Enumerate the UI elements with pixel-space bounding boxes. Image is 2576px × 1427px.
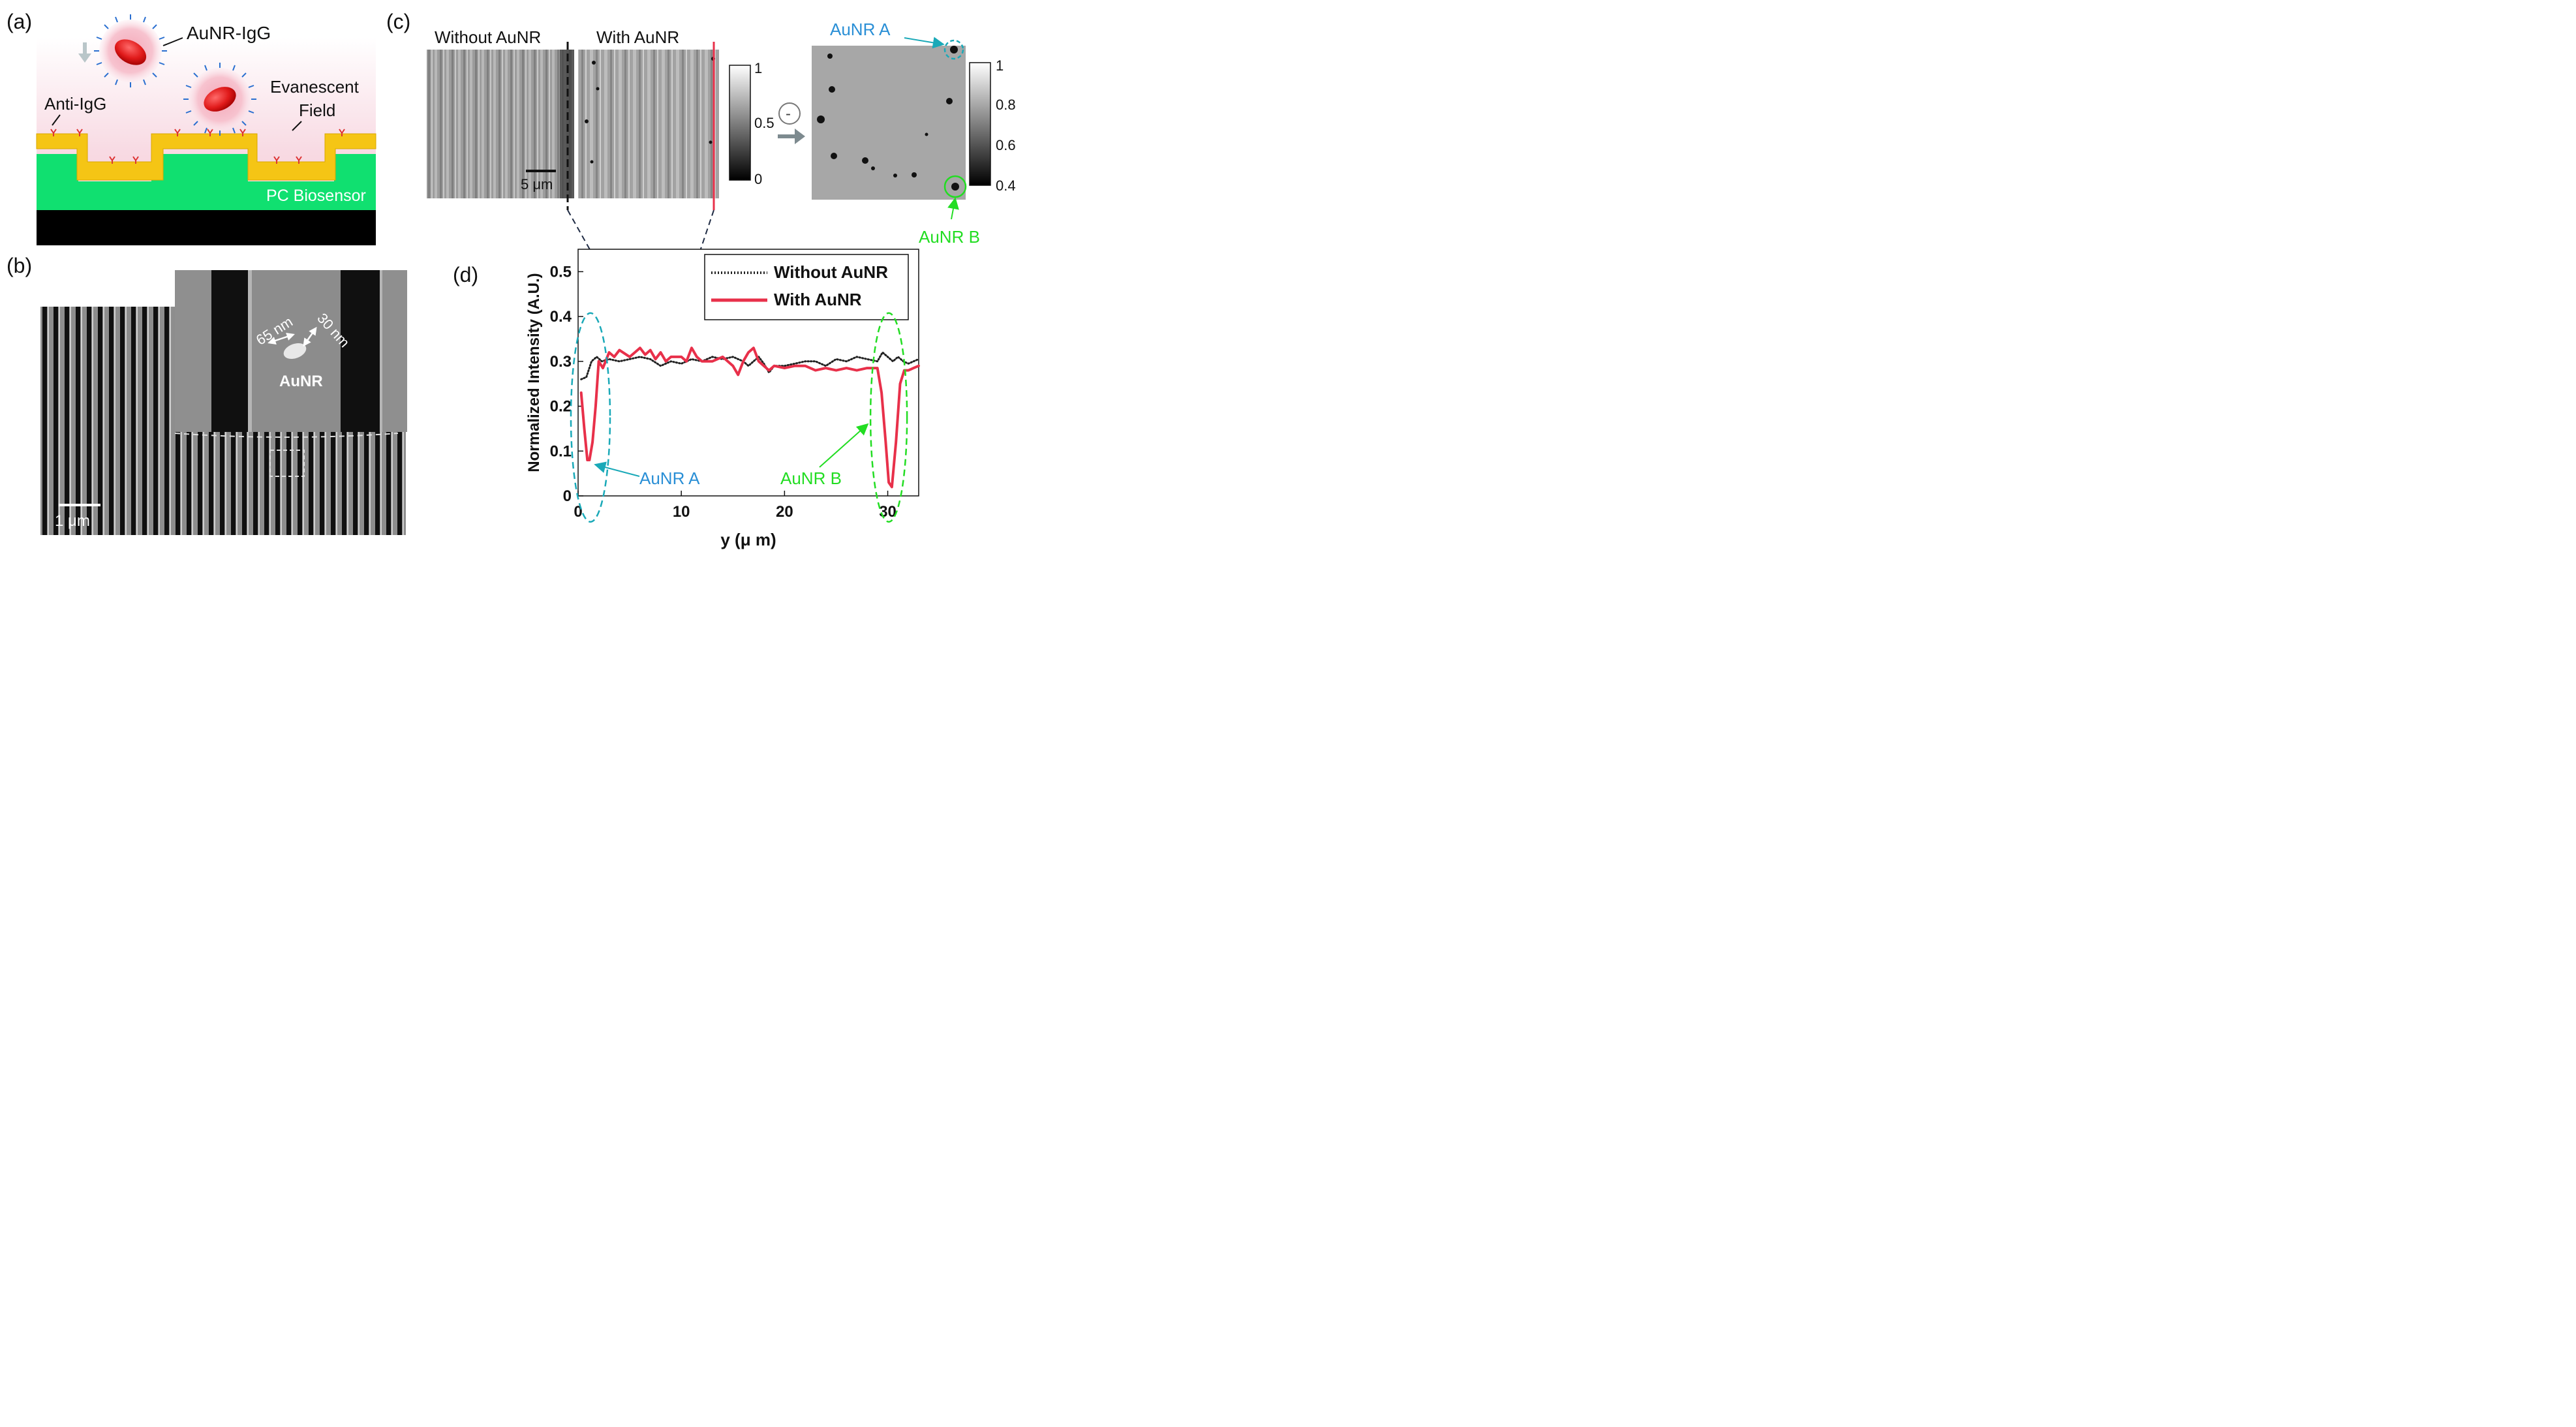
- figure: (a) AuNR-IgG Anti-: [7, 10, 1016, 549]
- y-tick-label: 0.5: [550, 263, 572, 281]
- image-difference: [812, 46, 966, 200]
- arrow-c-aunr-b: [947, 197, 959, 220]
- label-aunr-igg: AuNR-IgG: [187, 23, 271, 43]
- label-field: Field: [299, 100, 335, 120]
- panel-d-label: (d): [453, 263, 478, 286]
- image-difference-dots: [817, 46, 959, 191]
- minus-sign: -: [786, 105, 791, 123]
- colorbar-2-tick-06: 0.6: [996, 137, 1016, 153]
- scalebar-1um: [59, 504, 100, 506]
- label-aunr-sem: AuNR: [279, 373, 323, 390]
- y-tick-label: 0.4: [550, 308, 572, 326]
- x-tick-label: 0: [574, 503, 582, 521]
- gold-layer: [36, 133, 376, 181]
- image-without-aunr: [427, 50, 574, 198]
- circle-aunr-b: [943, 175, 967, 198]
- dim-arrow-long: [268, 333, 295, 345]
- series-line-1: [579, 346, 920, 489]
- y-tick-label: 0.2: [550, 398, 572, 416]
- chart-intensity: 0 0.1 0.2 0.3 0.4 0.5 0 10 20 30 y (μ m) Normalized…: [525, 249, 920, 549]
- legend-box: [704, 254, 909, 320]
- arrow-d-aunr-b: [819, 423, 869, 468]
- y-axis-label: Normalized Intensity (A.U.): [525, 273, 543, 472]
- leader-aunr-igg: [162, 37, 183, 46]
- ellipse-aunr-b: [869, 312, 908, 523]
- panel-d: (d) 0 0.1 0.2 0.3 0.4 0.5 0 10 20 30 y (μ m) Normal…: [453, 249, 920, 549]
- label-1um: 1 μm: [55, 512, 90, 530]
- arrow-d-aunr-a: [594, 461, 640, 477]
- legend-label-0: Without AuNR: [774, 262, 888, 282]
- scalebar-5um: [526, 170, 556, 172]
- label-d-aunr-b: AuNR B: [780, 468, 842, 488]
- label-with-aunr: With AuNR: [596, 27, 679, 47]
- leader-evanescent: [292, 121, 302, 131]
- subtract-arrow-icon: [778, 129, 805, 144]
- colorbar-2-tick-1: 1: [996, 57, 1004, 74]
- panel-b: (b) 65 nm 30 nm AuNR 1 μm: [7, 254, 407, 535]
- aunr-igg-particle-top: [94, 14, 167, 87]
- colorbar-1: [729, 65, 751, 181]
- zoom-arc: [174, 433, 399, 438]
- panel-b-label: (b): [7, 254, 32, 277]
- anti-igg-marks: [50, 129, 345, 164]
- circle-aunr-a: [943, 39, 964, 60]
- dim-arrow-short: [303, 326, 317, 347]
- colorbar-1-tick-0: 0: [754, 171, 762, 187]
- zoom-box: [269, 450, 305, 477]
- sem-aunr-particle: [283, 343, 307, 360]
- label-anti-igg: Anti-IgG: [44, 94, 106, 114]
- label-evanescent: Evanescent: [270, 77, 360, 97]
- series-line-0: [580, 351, 920, 380]
- sem-inset-image: [175, 270, 407, 432]
- pc-biosensor-layer: [37, 154, 376, 210]
- aunr-igg-particle-bound: [183, 63, 256, 136]
- substrate-layer: [37, 210, 376, 245]
- colorbar-2-tick-04: 0.4: [996, 177, 1016, 194]
- label-pc-biosensor: PC Biosensor: [266, 187, 366, 205]
- y-tick-label: 0: [563, 487, 572, 505]
- x-axis-label: y (μ m): [720, 530, 776, 549]
- panel-a-label: (a): [7, 10, 32, 33]
- down-arrowhead-icon: [78, 54, 91, 63]
- x-tick-label: 20: [776, 503, 793, 521]
- label-d-aunr-a: AuNR A: [639, 468, 700, 488]
- colorbar-2-tick-08: 0.8: [996, 97, 1016, 113]
- minus-circle: [778, 102, 801, 125]
- colorbar-2: [969, 62, 991, 186]
- y-tick-label: 0.1: [550, 442, 572, 460]
- y-tick-label: 0.3: [550, 353, 572, 371]
- colorbar-1-tick-05: 0.5: [754, 115, 774, 131]
- label-c-aunr-b: AuNR B: [919, 227, 980, 247]
- label-c-aunr-a: AuNR A: [830, 20, 891, 39]
- legend-label-1: With AuNR: [774, 290, 862, 309]
- x-tick-label: 30: [879, 503, 897, 521]
- image-with-aunr: [578, 50, 719, 198]
- x-tick-label: 10: [673, 503, 690, 521]
- arrow-c-aunr-a: [904, 37, 945, 49]
- panel-c-label: (c): [386, 10, 410, 33]
- label-without-aunr: Without AuNR: [435, 27, 541, 47]
- panel-c: (c) Without AuNR With AuNR 5 μm 1 0.5 0 …: [386, 10, 1016, 358]
- leader-anti-igg: [52, 114, 61, 126]
- panel-a: (a) AuNR-IgG Anti-: [7, 10, 376, 245]
- colorbar-1-tick-1: 1: [754, 60, 762, 76]
- label-5um: 5 μm: [521, 176, 553, 192]
- ellipse-aunr-a: [570, 312, 611, 523]
